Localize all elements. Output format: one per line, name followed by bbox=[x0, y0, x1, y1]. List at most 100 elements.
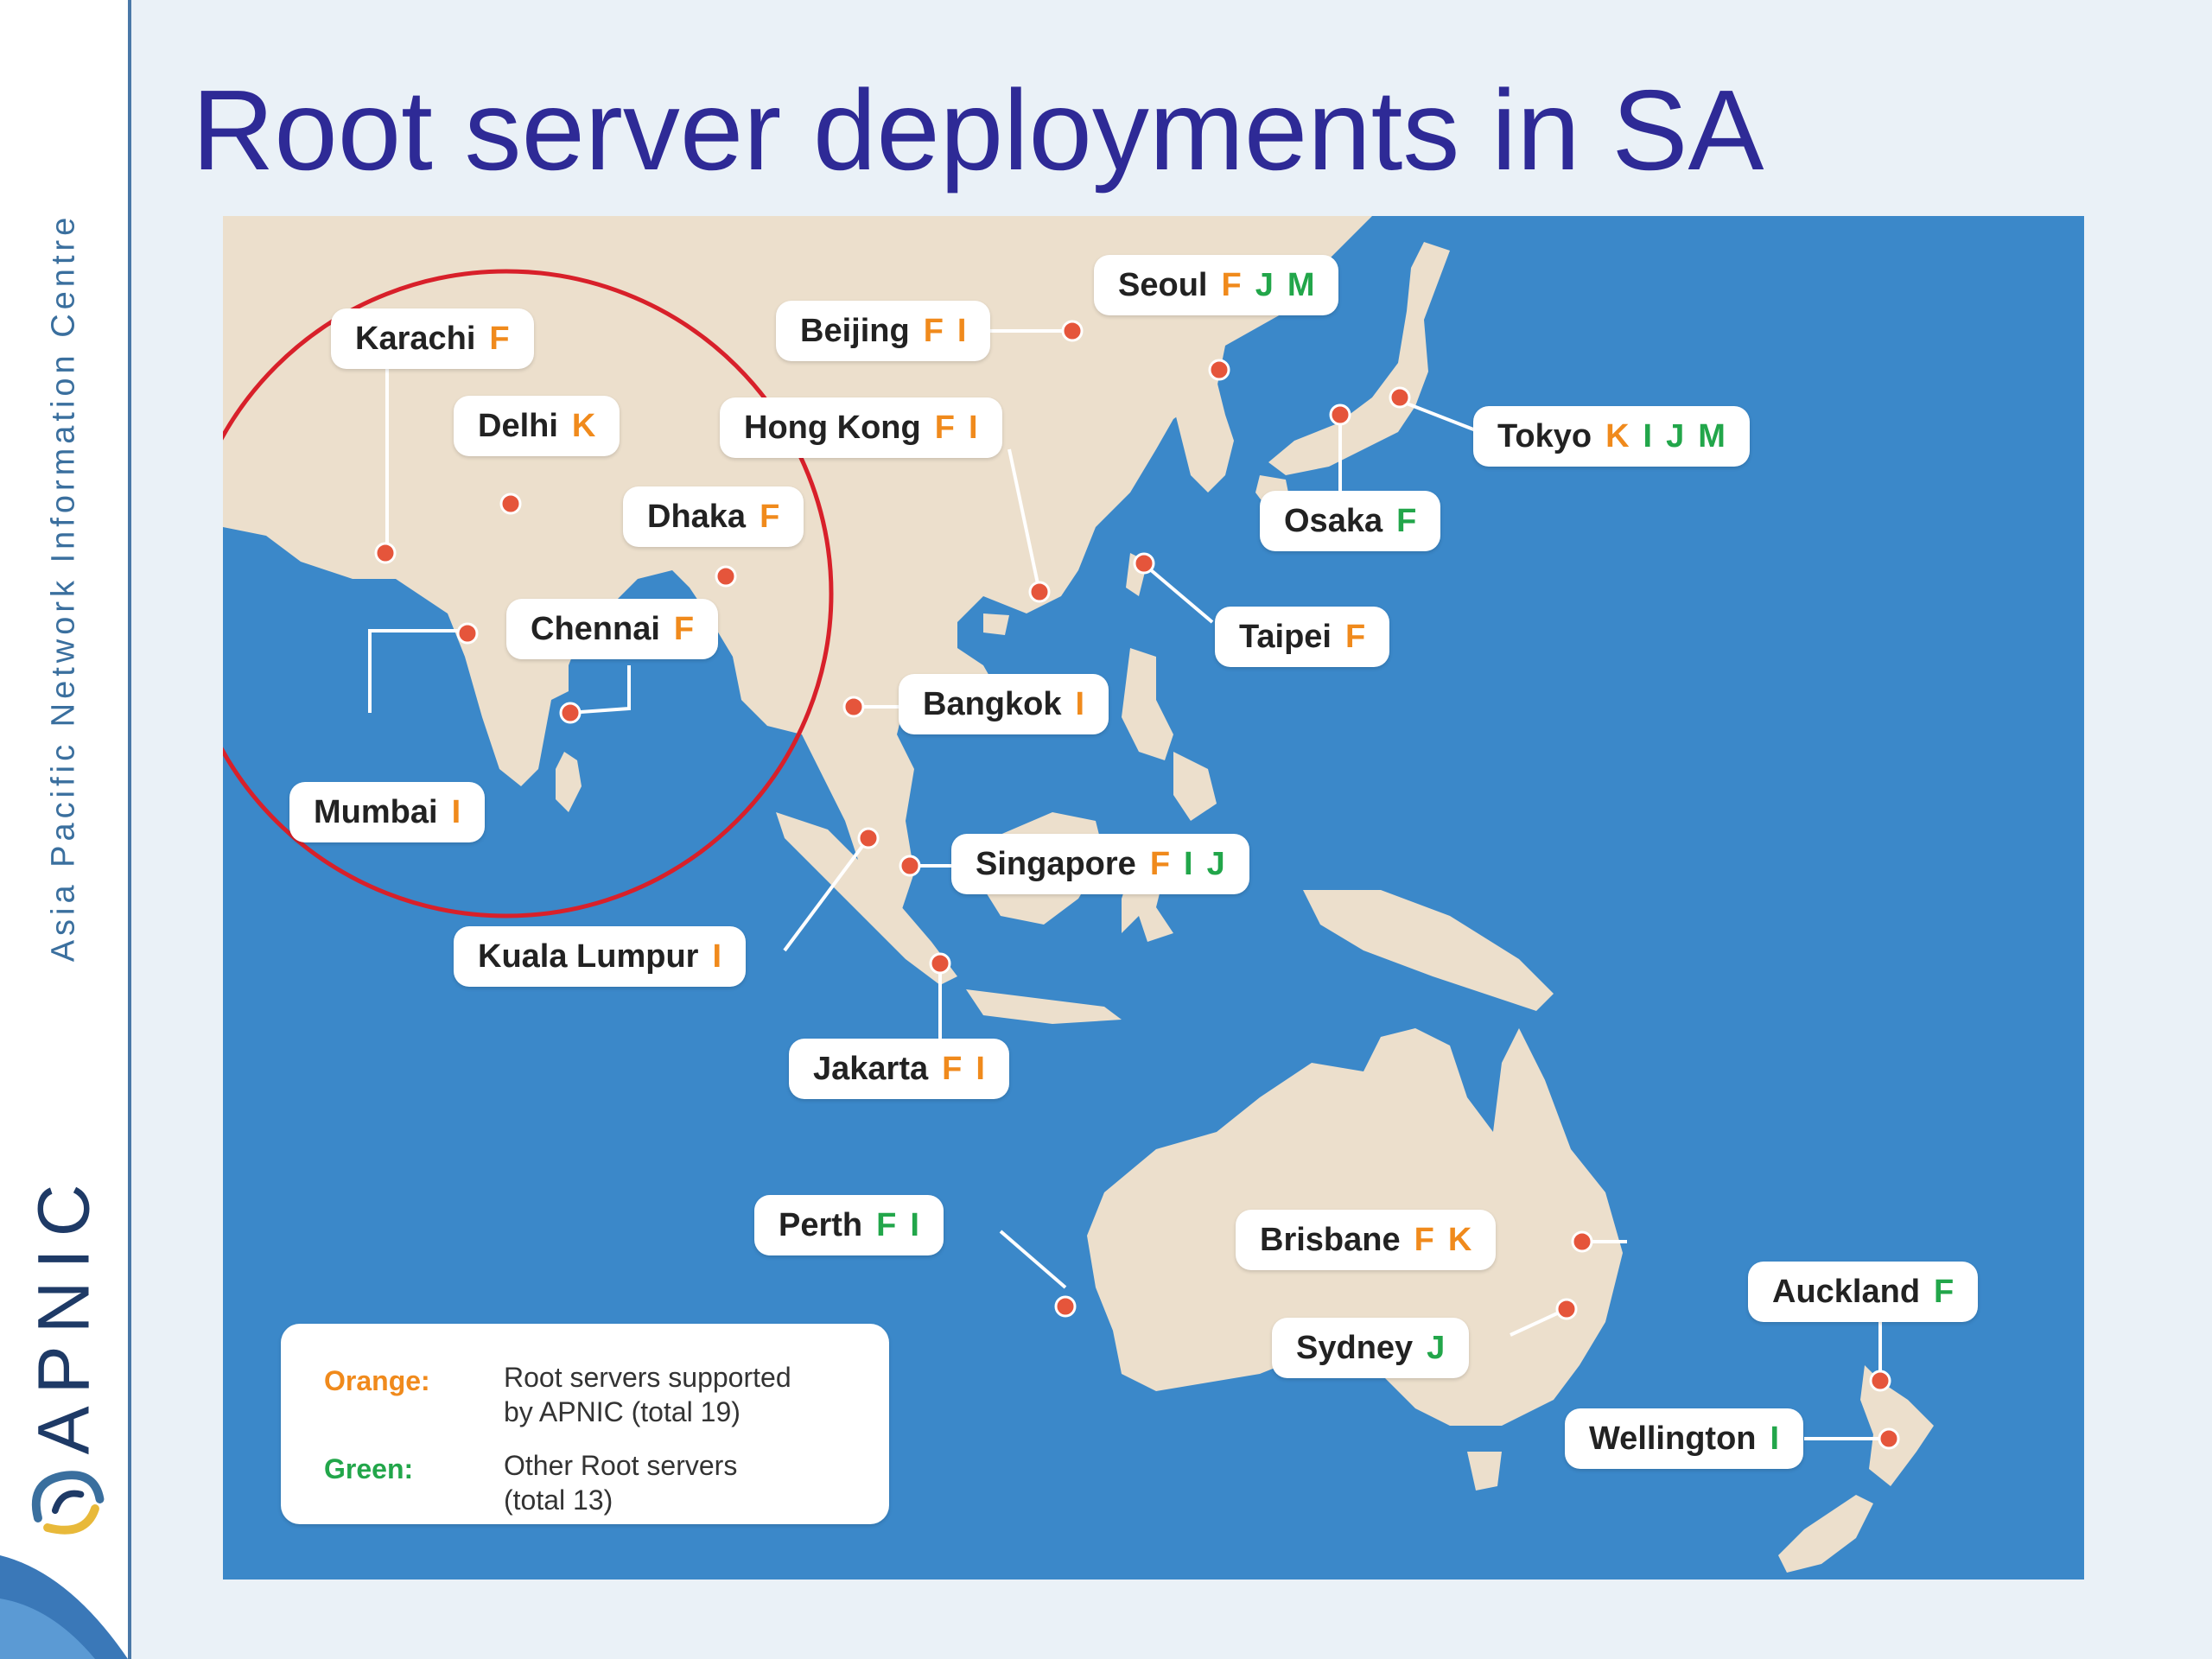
legend-orange-line1: Root servers supported bbox=[504, 1362, 791, 1393]
server-letter: F bbox=[1396, 502, 1417, 539]
server-letter: M bbox=[1698, 417, 1726, 454]
marker-bangkok bbox=[842, 696, 865, 718]
marker-auckland bbox=[1869, 1370, 1891, 1392]
label-wellington: Wellington I bbox=[1565, 1408, 1804, 1469]
marker-karachi bbox=[374, 542, 397, 564]
marker-osaka bbox=[1329, 404, 1351, 426]
server-letter: K bbox=[571, 407, 596, 444]
city-name: Auckland bbox=[1772, 1273, 1921, 1310]
label-beijing: Beijing F I bbox=[776, 301, 991, 361]
org-name: Asia Pacific Network Information Centre bbox=[45, 213, 82, 963]
marker-tokyo bbox=[1389, 386, 1411, 409]
marker-perth bbox=[1054, 1295, 1077, 1318]
marker-sydney bbox=[1555, 1298, 1578, 1320]
label-tokyo: Tokyo K I J M bbox=[1473, 406, 1750, 467]
server-letter: F bbox=[923, 312, 944, 349]
city-name: Wellington bbox=[1589, 1420, 1757, 1457]
label-seoul: Seoul F J M bbox=[1094, 255, 1339, 315]
city-name: Jakarta bbox=[813, 1050, 929, 1087]
label-dhaka: Dhaka F bbox=[623, 486, 804, 547]
marker-dhaka bbox=[715, 565, 737, 588]
marker-taipei bbox=[1133, 552, 1155, 575]
server-letter: F bbox=[934, 409, 955, 446]
server-letter: F bbox=[1221, 266, 1242, 303]
city-name: Chennai bbox=[531, 610, 660, 647]
city-name: Mumbai bbox=[314, 793, 438, 830]
legend-green-line2: (total 13) bbox=[504, 1484, 613, 1516]
server-letter: F bbox=[1934, 1273, 1955, 1310]
legend-orange-key: Orange: bbox=[324, 1365, 430, 1396]
marker-kuala-lumpur bbox=[857, 827, 880, 849]
marker-hong-kong bbox=[1028, 581, 1051, 603]
city-name: Karachi bbox=[355, 320, 476, 357]
server-letter: F bbox=[1149, 845, 1171, 882]
server-letter: F bbox=[673, 610, 695, 647]
server-letter: I bbox=[712, 938, 722, 975]
server-letter: F bbox=[1345, 618, 1366, 655]
server-letter: I bbox=[1184, 845, 1193, 882]
city-name: Dhaka bbox=[647, 498, 747, 535]
label-brisbane: Brisbane F K bbox=[1236, 1210, 1497, 1270]
city-name: Sydney bbox=[1296, 1329, 1414, 1366]
label-perth: Perth F I bbox=[754, 1195, 944, 1255]
marker-wellington bbox=[1878, 1427, 1900, 1450]
server-letter: K bbox=[1447, 1221, 1472, 1258]
city-name: Tokyo bbox=[1497, 417, 1592, 454]
apnic-logo-icon bbox=[31, 1471, 105, 1535]
marker-singapore bbox=[899, 855, 921, 877]
legend-orange-desc: Root servers supported by APNIC (total 1… bbox=[504, 1360, 791, 1429]
marker-beijing bbox=[1061, 320, 1084, 342]
city-name: Perth bbox=[779, 1206, 863, 1243]
legend-green-line1: Other Root servers bbox=[504, 1450, 738, 1481]
marker-mumbai bbox=[456, 622, 479, 645]
server-letter: I bbox=[451, 793, 461, 830]
city-name: Hong Kong bbox=[744, 409, 921, 446]
label-kuala-lumpur: Kuala Lumpur I bbox=[454, 926, 747, 987]
server-letter: F bbox=[489, 320, 510, 357]
server-letter: I bbox=[1643, 417, 1653, 454]
city-name: Bangkok bbox=[923, 685, 1062, 722]
legend-green-key: Green: bbox=[324, 1453, 414, 1484]
server-letter: I bbox=[1075, 685, 1085, 722]
page-title: Root server deployments in SA bbox=[192, 67, 1764, 194]
label-auckland: Auckland F bbox=[1748, 1262, 1979, 1322]
highlight-circle bbox=[223, 269, 834, 918]
city-name: Osaka bbox=[1284, 502, 1383, 539]
city-markers bbox=[374, 320, 1900, 1450]
city-name: Brisbane bbox=[1260, 1221, 1401, 1258]
city-name: Kuala Lumpur bbox=[478, 938, 699, 975]
marker-chennai bbox=[559, 702, 582, 724]
server-letter: I bbox=[1770, 1420, 1780, 1457]
server-letter: J bbox=[1255, 266, 1274, 303]
marker-delhi bbox=[499, 493, 522, 515]
label-karachi: Karachi F bbox=[331, 308, 534, 369]
label-hong-kong: Hong Kong F I bbox=[720, 397, 1002, 458]
server-letter: I bbox=[976, 1050, 985, 1087]
label-taipei: Taipei F bbox=[1215, 607, 1390, 667]
marker-seoul bbox=[1208, 359, 1230, 381]
label-chennai: Chennai F bbox=[506, 599, 719, 659]
server-letter: I bbox=[968, 409, 978, 446]
city-name: Beijing bbox=[800, 312, 910, 349]
server-letter: I bbox=[957, 312, 967, 349]
server-letter: J bbox=[1666, 417, 1685, 454]
legend-green-desc: Other Root servers (total 13) bbox=[504, 1448, 737, 1517]
brand-name: APNIC bbox=[22, 1172, 105, 1455]
label-sydney: Sydney J bbox=[1272, 1318, 1470, 1378]
server-letter: F bbox=[1414, 1221, 1434, 1258]
label-bangkok: Bangkok I bbox=[899, 674, 1109, 734]
server-letter: K bbox=[1605, 417, 1630, 454]
label-delhi: Delhi K bbox=[454, 396, 620, 456]
marker-brisbane bbox=[1571, 1230, 1593, 1253]
server-letter: F bbox=[876, 1206, 897, 1243]
city-name: Taipei bbox=[1239, 618, 1332, 655]
server-letter: I bbox=[910, 1206, 919, 1243]
city-name: Seoul bbox=[1118, 266, 1208, 303]
server-letter: J bbox=[1427, 1329, 1446, 1366]
map: Karachi F Delhi K Dhaka F Chennai F Mumb… bbox=[223, 216, 2084, 1580]
server-letter: F bbox=[760, 498, 780, 535]
marker-jakarta bbox=[929, 952, 951, 975]
server-letter: F bbox=[942, 1050, 963, 1087]
city-name: Delhi bbox=[478, 407, 558, 444]
label-mumbai: Mumbai I bbox=[289, 782, 486, 842]
